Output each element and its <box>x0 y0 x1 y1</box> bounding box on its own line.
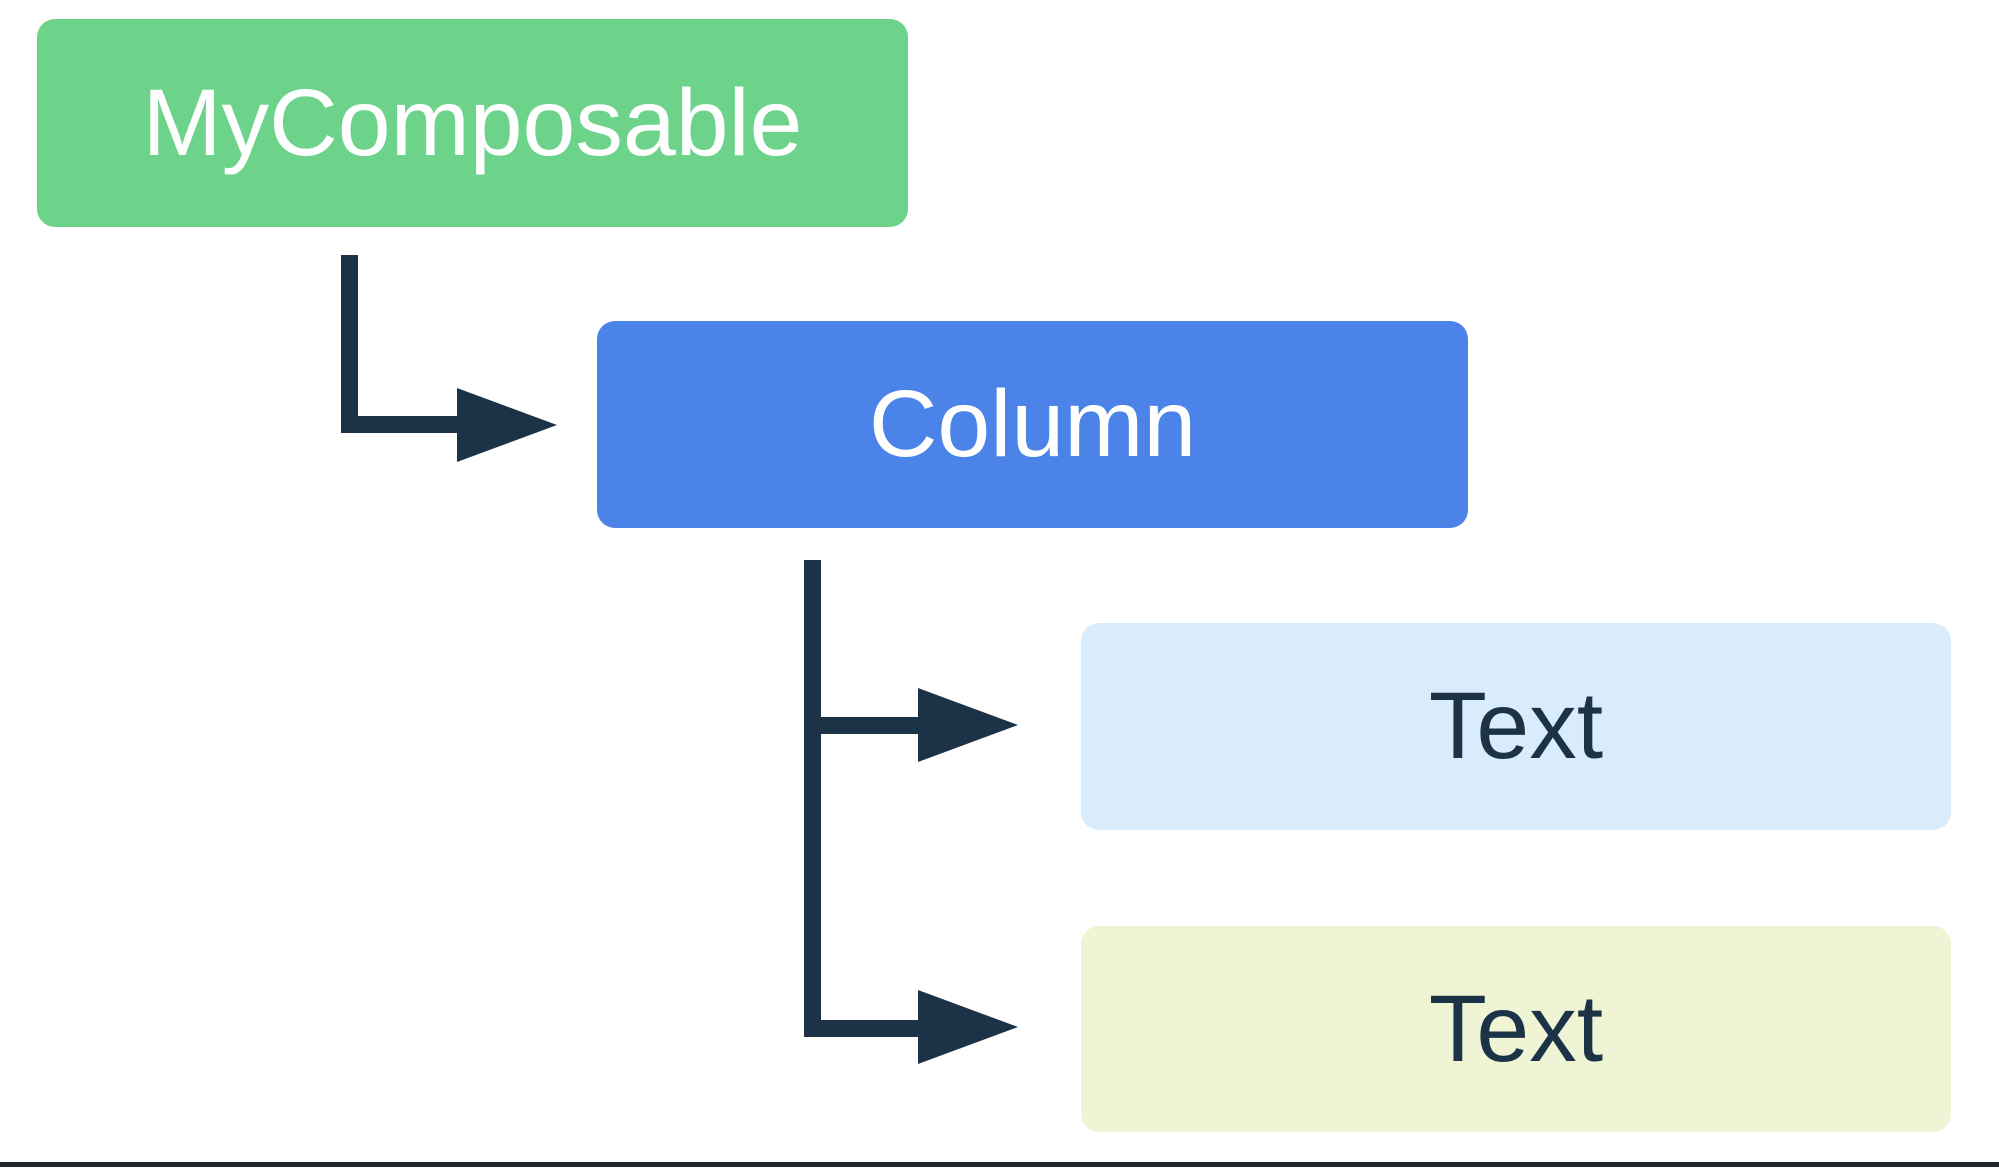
node-text-2-label: Text <box>1428 975 1604 1082</box>
arrowhead-to-text1-icon <box>918 688 1018 762</box>
node-my-composable-label: MyComposable <box>142 69 803 176</box>
connector-root-to-column-horizontal <box>341 416 458 433</box>
connector-column-trunk-vertical <box>804 560 821 1037</box>
connector-column-to-text2-horizontal <box>804 1020 920 1037</box>
node-text-1: Text <box>1081 623 1951 830</box>
node-text-2: Text <box>1081 926 1951 1132</box>
bottom-divider <box>0 1162 1999 1167</box>
node-column-label: Column <box>868 371 1197 477</box>
connector-root-to-column-vertical <box>341 255 358 433</box>
arrowhead-to-column-icon <box>457 388 557 462</box>
arrowhead-to-text2-icon <box>918 990 1018 1064</box>
node-column: Column <box>597 321 1468 528</box>
connector-column-to-text1-horizontal <box>804 717 920 734</box>
node-my-composable: MyComposable <box>37 19 908 227</box>
node-text-1-label: Text <box>1428 673 1604 779</box>
